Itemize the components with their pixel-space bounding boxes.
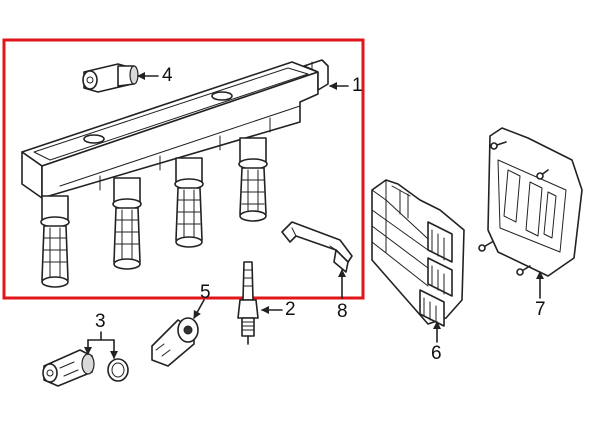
position-sensor <box>42 349 95 387</box>
mounting-bracket <box>478 127 583 277</box>
callout-3: 3 <box>95 311 106 332</box>
o-ring-seal <box>107 358 129 382</box>
ignition-coil-rail <box>21 59 329 288</box>
spark-plug <box>237 261 259 345</box>
highlight-frame <box>2 38 365 300</box>
coil-tower-3 <box>174 157 204 248</box>
coil-tower-2 <box>112 177 142 270</box>
leader-3-bracket <box>87 331 115 341</box>
knock-sensor <box>151 317 199 367</box>
callout-1: 1 <box>352 75 363 96</box>
camshaft-sensor <box>82 63 139 93</box>
callout-2: 2 <box>285 299 296 320</box>
callout-7: 7 <box>535 299 546 320</box>
wiring-bracket <box>281 221 353 273</box>
coil-tower-1 <box>40 195 70 288</box>
callout-8: 8 <box>337 301 348 322</box>
leader-5 <box>193 299 205 319</box>
coil-tower-4 <box>238 137 268 222</box>
callout-5: 5 <box>200 282 211 303</box>
engine-control-module <box>371 179 465 327</box>
callout-4: 4 <box>162 65 173 86</box>
callout-6: 6 <box>431 343 442 364</box>
